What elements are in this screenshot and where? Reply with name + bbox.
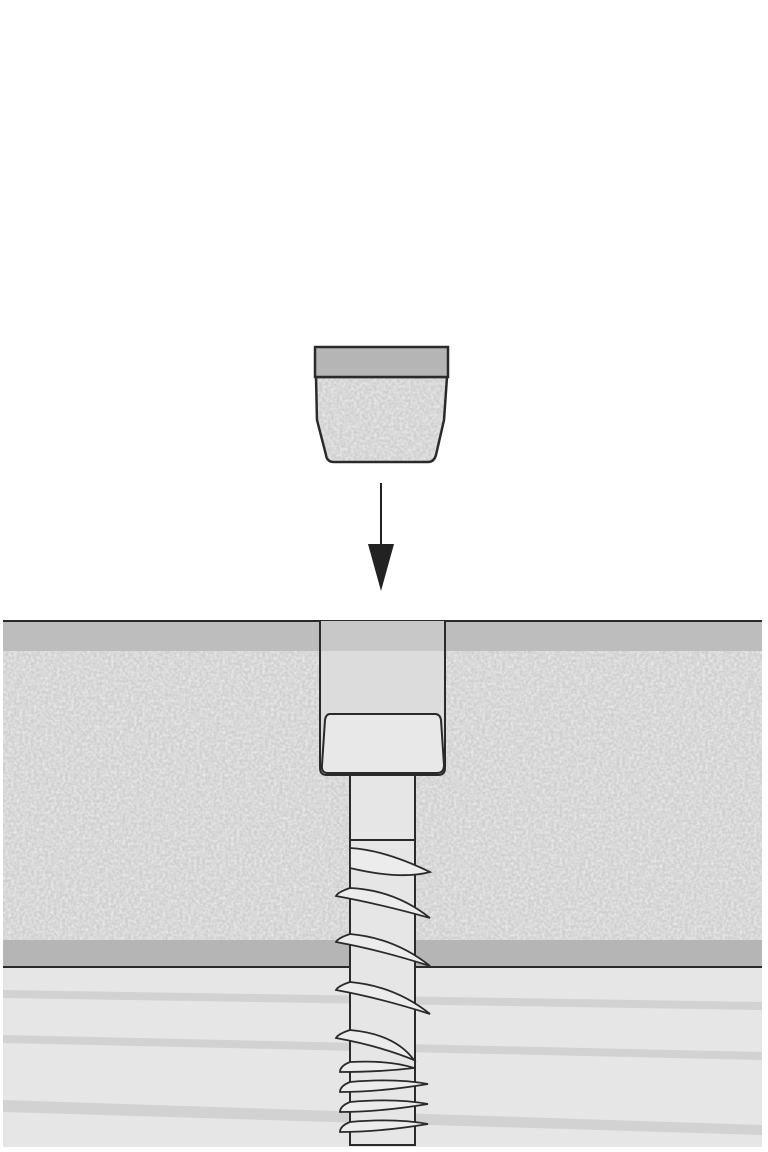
arrow-down-icon xyxy=(368,483,394,591)
screw-threads xyxy=(334,847,433,1133)
screw xyxy=(320,713,446,1146)
plug-top-band xyxy=(313,345,450,379)
plug xyxy=(313,345,450,464)
screw-head xyxy=(320,713,446,774)
